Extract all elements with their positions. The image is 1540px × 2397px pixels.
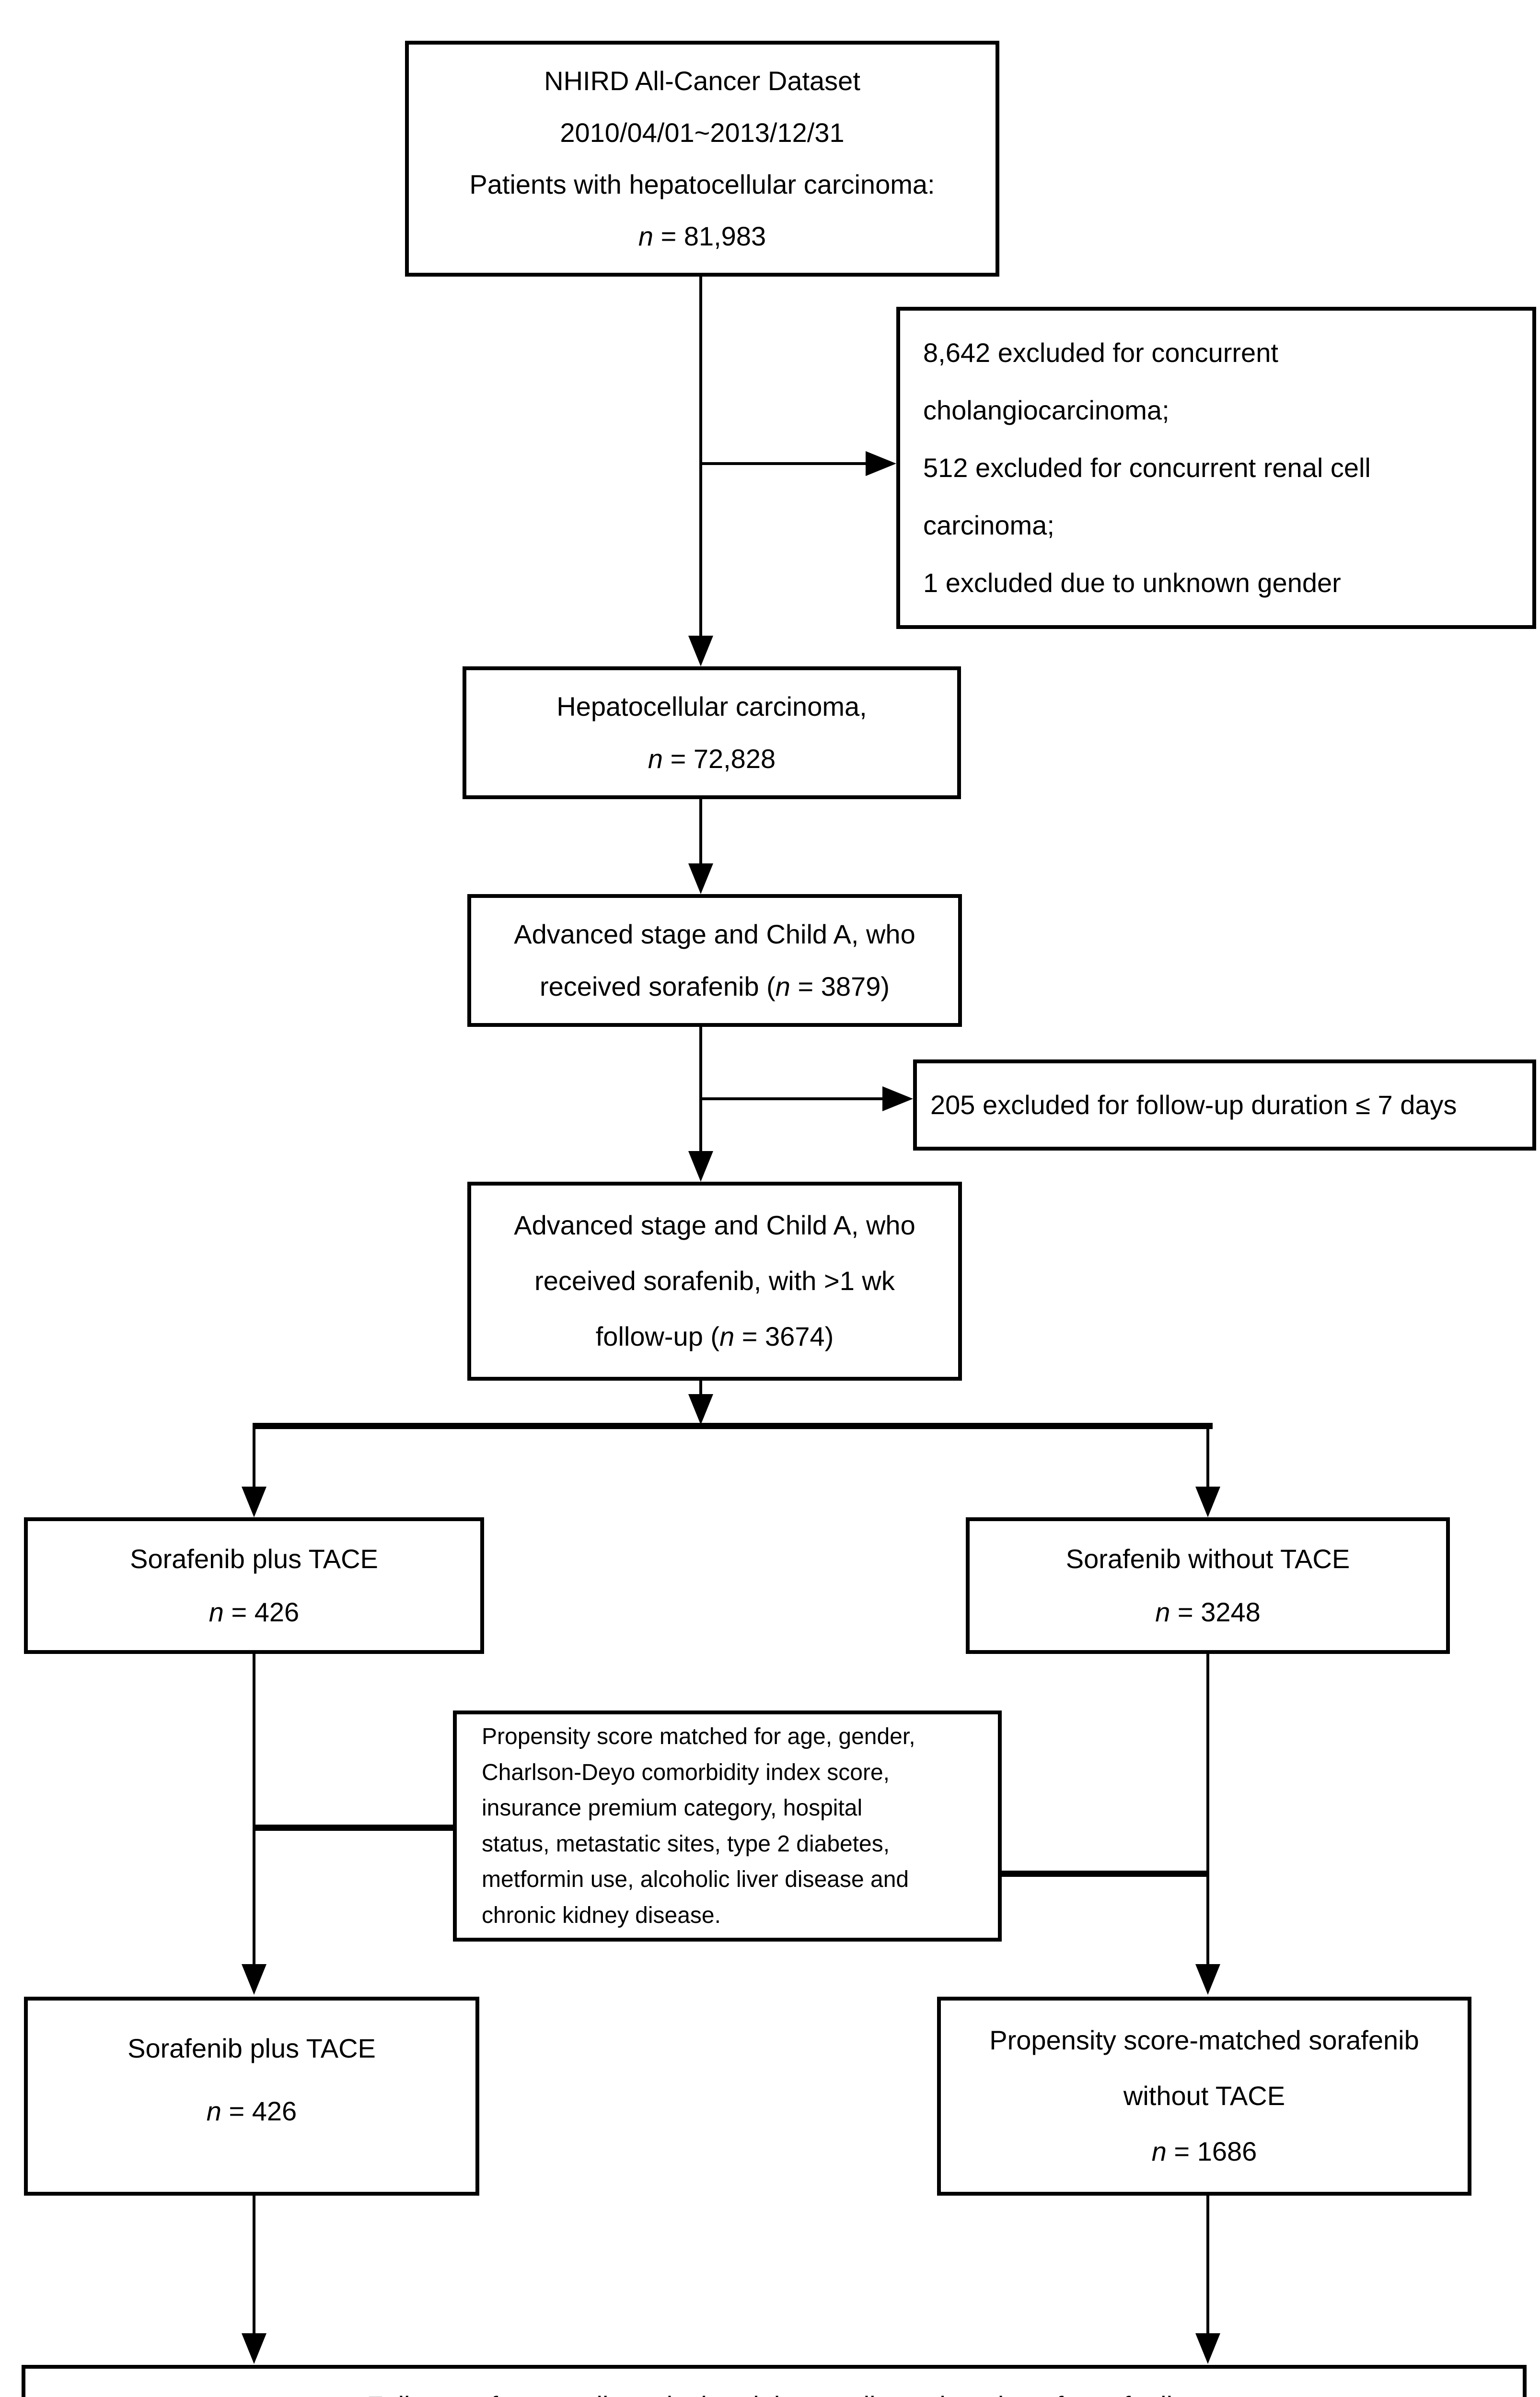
propensity-line4: status, metastatic sites, type 2 diabete… xyxy=(482,1831,890,1857)
tace-matched-n-line: n = 426 xyxy=(206,2096,297,2127)
box-nhird-n-line: n = 81,983 xyxy=(638,221,766,251)
box-nhird-dataset: NHIRD All-Cancer Dataset 2010/04/01~2013… xyxy=(405,41,999,277)
advanced-fu-line2: received sorafenib, with >1 wk xyxy=(534,1266,895,1296)
connector-tace-to-matched xyxy=(253,1654,255,1964)
exclusion2-line1: 205 excluded for follow-up duration ≤ 7 … xyxy=(930,1089,1457,1120)
hcc-n-line: n = 72,828 xyxy=(648,743,776,774)
box-propensity-matched-without-tace: Propensity score-matched sorafenib witho… xyxy=(937,1997,1471,2196)
exclusion1-line1: 8,642 excluded for concurrent xyxy=(923,337,1278,368)
propensity-line5: metformin use, alcoholic liver disease a… xyxy=(482,1867,909,1893)
arrowhead-into-no-tace-matched xyxy=(1195,1964,1220,1995)
advanced-line1: Advanced stage and Child A, who xyxy=(514,919,915,950)
no-tace-matched-line2: without TACE xyxy=(1123,2081,1285,2111)
propensity-line3: insurance premium category, hospital xyxy=(482,1795,863,1821)
arrowhead-into-exclusion2 xyxy=(882,1086,913,1111)
exclusion1-line3: 512 excluded for concurrent renal cell xyxy=(923,452,1371,483)
box-exclusion-concurrent-cancers: 8,642 excluded for concurrent cholangioc… xyxy=(896,307,1536,629)
box-sorafenib-without-tace: Sorafenib without TACE n = 3248 xyxy=(966,1517,1450,1654)
propensity-line1: Propensity score matched for age, gender… xyxy=(482,1724,915,1750)
advanced-fu-line1: Advanced stage and Child A, who xyxy=(514,1210,915,1241)
box-propensity-matching: Propensity score matched for age, gender… xyxy=(453,1710,1002,1942)
no-tace-n-line: n = 3248 xyxy=(1155,1596,1261,1627)
connector-propensity-left xyxy=(254,1825,453,1831)
propensity-line2: Charlson-Deyo comorbidity index score, xyxy=(482,1759,890,1785)
arrowhead-into-hcc xyxy=(688,636,713,666)
box-sorafenib-plus-tace-matched: Sorafenib plus TACE n = 426 xyxy=(24,1997,479,2196)
tace-n-line: n = 426 xyxy=(208,1596,300,1627)
box-followup-outcome: Follow-up for overall survival and time … xyxy=(22,2365,1527,2397)
connector-advanced-to-advanced-fu xyxy=(699,1027,702,1152)
connector-advanced-fu-to-split xyxy=(699,1381,702,1400)
exclusion1-line2: cholangiocarcinoma; xyxy=(923,395,1169,425)
connector-branch-exclusion2 xyxy=(699,1097,884,1100)
box-advanced-sorafenib-followup: Advanced stage and Child A, who received… xyxy=(467,1182,962,1381)
no-tace-matched-n-line: n = 1686 xyxy=(1151,2136,1257,2167)
connector-branch-exclusion1 xyxy=(699,462,868,465)
propensity-line6: chronic kidney disease. xyxy=(482,1902,721,1928)
hcc-line1: Hepatocellular carcinoma, xyxy=(556,691,867,722)
arrowhead-into-advanced xyxy=(688,863,713,894)
connector-split-right xyxy=(1206,1429,1209,1488)
connector-no-tace-to-matched xyxy=(1206,1654,1209,1964)
no-tace-line1: Sorafenib without TACE xyxy=(1065,1543,1350,1574)
connector-top-to-hcc xyxy=(699,277,702,638)
no-tace-matched-line1: Propensity score-matched sorafenib xyxy=(989,2025,1419,2056)
connector-no-tace-matched-to-followup xyxy=(1206,2196,1209,2334)
box-exclusion-followup-duration: 205 excluded for follow-up duration ≤ 7 … xyxy=(913,1059,1536,1151)
arrowhead-into-followup-left xyxy=(242,2333,266,2364)
box-nhird-line1: NHIRD All-Cancer Dataset xyxy=(544,65,860,96)
arrowhead-into-followup-right xyxy=(1195,2333,1220,2364)
connector-propensity-right xyxy=(1002,1871,1209,1877)
advanced-fu-line3: follow-up (n = 3674) xyxy=(595,1321,834,1352)
connector-hcc-to-advanced xyxy=(699,799,702,864)
arrowhead-into-tace-matched xyxy=(242,1964,266,1995)
box-nhird-line3: Patients with hepatocellular carcinoma: xyxy=(469,169,935,199)
box-nhird-line2: 2010/04/01~2013/12/31 xyxy=(560,117,845,148)
advanced-line2: received sorafenib (n = 3879) xyxy=(539,971,890,1001)
tace-line1: Sorafenib plus TACE xyxy=(130,1543,378,1574)
box-sorafenib-plus-tace: Sorafenib plus TACE n = 426 xyxy=(24,1517,484,1654)
arrowhead-into-tace-group xyxy=(242,1487,266,1517)
connector-tace-matched-to-followup xyxy=(253,2196,255,2334)
split-bar xyxy=(253,1423,1213,1429)
exclusion1-line4: carcinoma; xyxy=(923,510,1054,540)
arrowhead-into-advanced-fu xyxy=(688,1151,713,1182)
tace-matched-line1: Sorafenib plus TACE xyxy=(127,2033,376,2063)
arrowhead-into-exclusion1 xyxy=(866,451,896,476)
exclusion1-line5: 1 excluded due to unknown gender xyxy=(923,567,1341,598)
box-hcc: Hepatocellular carcinoma, n = 72,828 xyxy=(463,666,961,799)
followup-line1: Follow-up for overall survival and time … xyxy=(25,2391,1523,2397)
arrowhead-into-no-tace-group xyxy=(1195,1487,1220,1517)
box-advanced-sorafenib: Advanced stage and Child A, who received… xyxy=(467,894,962,1027)
arrowhead-into-split xyxy=(688,1394,713,1425)
connector-split-left xyxy=(253,1429,255,1488)
